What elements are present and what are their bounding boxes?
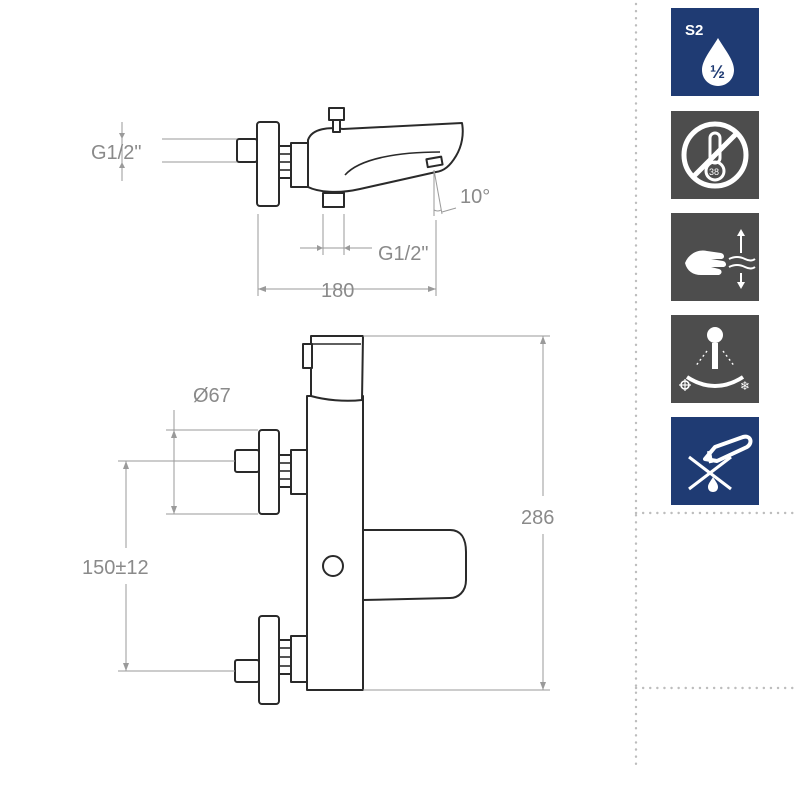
dimension-inlet-thread: G1/2" xyxy=(91,142,141,164)
water-saving-icon: S2 ½ xyxy=(671,8,759,96)
front-view-dimensions xyxy=(118,335,550,691)
easy-clean-icon xyxy=(671,213,759,301)
top-view-dimensions xyxy=(119,122,457,296)
water-saving-badge: S2 xyxy=(685,22,703,39)
thermostat-value: 38 xyxy=(709,167,719,177)
dimension-height: 286 xyxy=(521,507,554,529)
hot-cold-showerhead-icon: ❄ xyxy=(671,315,759,403)
dimension-depth: 180 xyxy=(321,280,354,302)
no-drip-spout-icon xyxy=(671,417,759,505)
dimension-spout-angle: 10° xyxy=(460,186,490,208)
water-saving-fraction: ½ xyxy=(710,62,725,82)
dimension-outlet-thread: G1/2" xyxy=(378,243,428,265)
svg-text:❄: ❄ xyxy=(740,379,750,393)
front-view-faucet xyxy=(234,335,467,705)
dotted-panel-grid xyxy=(634,2,798,772)
no-thermostat-icon: 38 xyxy=(671,111,759,199)
dimension-handle-diameter: Ø67 xyxy=(193,385,231,407)
top-view-faucet xyxy=(236,107,464,208)
dimension-centre-distance: 150±12 xyxy=(82,557,149,579)
